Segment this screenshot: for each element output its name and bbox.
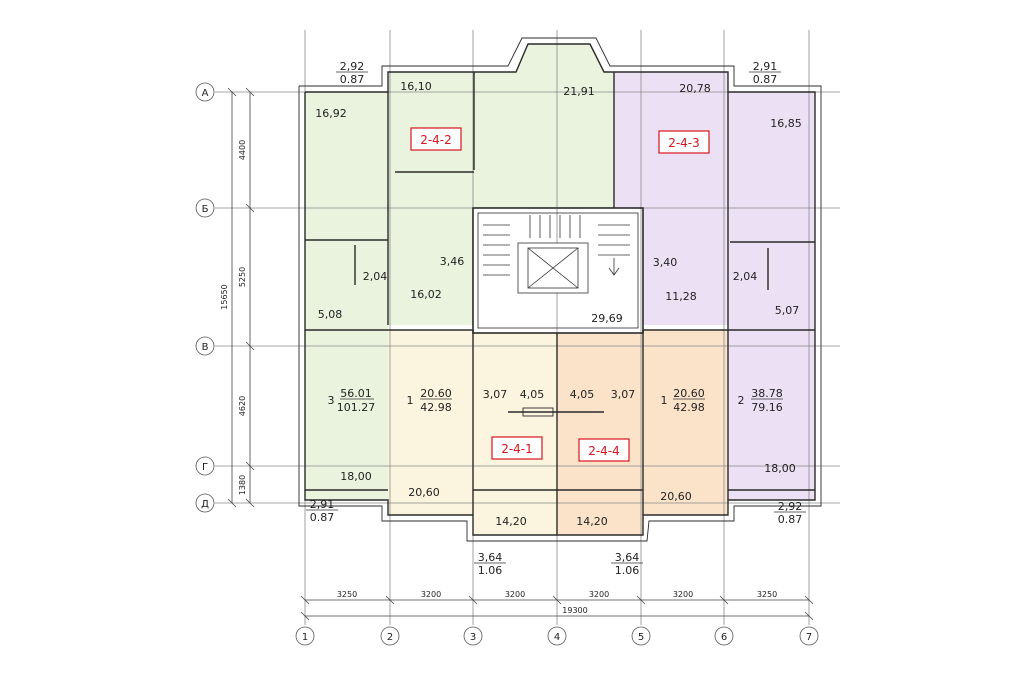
zone-2-4-3[interactable]: [614, 72, 815, 500]
room-area: 3,40: [653, 256, 678, 269]
apartment-total-area: 79.16: [751, 401, 783, 414]
dim-b-v: 5250: [238, 267, 247, 287]
dim-3-4: 3200: [505, 590, 525, 599]
balcony-area: 1.06: [615, 564, 640, 577]
svg-text:7: 7: [806, 632, 812, 643]
balcony-area: 0.87: [340, 73, 365, 86]
axis-marker-7: 7: [799, 626, 819, 646]
svg-text:Б: Б: [202, 204, 209, 215]
apartment-living-area: 20.60: [420, 387, 452, 400]
room-area: 20,78: [679, 82, 711, 95]
apartment-label-2-4-1: 2-4-1: [501, 442, 533, 456]
room-area: 4,05: [520, 388, 545, 401]
room-area: 29,69: [591, 312, 623, 325]
dim-2-3: 3200: [421, 590, 441, 599]
room-area: 3,46: [440, 255, 465, 268]
balcony-area: 2,91: [753, 60, 778, 73]
axis-marker-v: В: [195, 336, 215, 356]
room-area: 18,00: [764, 462, 796, 475]
room-areas: 2,92 0.87 2,91 0.87 2,91 0.87 2,92 0.87 …: [310, 60, 803, 577]
apartment-living-area: 20.60: [673, 387, 705, 400]
balcony-area: 2,91: [310, 498, 335, 511]
room-area: 3,07: [611, 388, 636, 401]
dim-5-6: 3200: [673, 590, 693, 599]
svg-text:В: В: [202, 342, 209, 353]
room-area: 5,07: [775, 304, 800, 317]
svg-text:Г: Г: [202, 462, 208, 473]
apartment-rooms-count: 1: [661, 394, 668, 407]
room-area: 18,00: [340, 470, 372, 483]
svg-text:1: 1: [302, 632, 308, 643]
dim-total-vertical: 15650: [220, 284, 229, 309]
axis-marker-2: 2: [380, 626, 400, 646]
balcony-area: 2,92: [340, 60, 365, 73]
room-area: 14,20: [576, 515, 608, 528]
svg-text:А: А: [202, 88, 209, 99]
apartment-rooms-count: 1: [407, 394, 414, 407]
apartment-total-area: 42.98: [673, 401, 705, 414]
zone-2-4-2[interactable]: [305, 44, 614, 500]
apartment-rooms-count: 2: [738, 394, 745, 407]
apartment-label-2-4-2: 2-4-2: [420, 133, 452, 147]
apartment-label-2-4-3: 2-4-3: [668, 136, 700, 150]
room-area: 5,08: [318, 308, 343, 321]
svg-text:2: 2: [387, 632, 393, 643]
svg-text:3: 3: [470, 632, 476, 643]
room-area: 16,92: [315, 107, 347, 120]
apartment-label-2-4-4: 2-4-4: [588, 444, 620, 458]
dim-4-5: 3200: [589, 590, 609, 599]
axis-marker-g: Г: [195, 456, 215, 476]
axis-marker-5: 5: [631, 626, 651, 646]
balcony-area: 2,92: [778, 500, 803, 513]
room-area: 11,28: [665, 290, 697, 303]
dim-1-2: 3250: [337, 590, 357, 599]
svg-text:4: 4: [554, 632, 560, 643]
room-area: 2,04: [363, 270, 388, 283]
axis-marker-d: Д: [195, 493, 215, 513]
apartment-total-area: 101.27: [337, 401, 376, 414]
axis-marker-a: А: [195, 82, 215, 102]
dim-g-d: 1380: [238, 475, 247, 495]
room-area: 16,10: [400, 80, 432, 93]
room-area: 21,91: [563, 85, 595, 98]
dim-total-horizontal: 19300: [562, 606, 587, 615]
svg-text:Д: Д: [201, 499, 209, 510]
svg-text:6: 6: [721, 632, 727, 643]
balcony-area: 1.06: [478, 564, 503, 577]
balcony-area: 0.87: [310, 511, 335, 524]
room-area: 20,60: [408, 486, 440, 499]
room-area: 4,05: [570, 388, 595, 401]
room-area: 2,04: [733, 270, 758, 283]
vertical-dimensions: 4400 5250 4620 1380 15650: [220, 87, 255, 508]
room-area: 3,07: [483, 388, 508, 401]
area-underlines: [306, 71, 806, 564]
balcony-area: 0.87: [753, 73, 778, 86]
apartment-labels: 2-4-2 2-4-3 2-4-1 2-4-4: [410, 127, 710, 462]
svg-text:5: 5: [638, 632, 644, 643]
room-area: 14,20: [495, 515, 527, 528]
apartment-rooms-count: 3: [328, 394, 335, 407]
apartment-living-area: 56.01: [340, 387, 372, 400]
axis-markers: А Б В Г Д 1 2 3: [195, 82, 819, 646]
balcony-area: 3,64: [478, 551, 503, 564]
axis-marker-3: 3: [463, 626, 483, 646]
horizontal-dimensions: 3250 3200 3200 3200 3200 3250 19300: [300, 590, 814, 621]
balcony-area: 0.87: [778, 513, 803, 526]
balcony-area: 3,64: [615, 551, 640, 564]
dim-v-g: 4620: [238, 396, 247, 416]
dim-6-7: 3250: [757, 590, 777, 599]
room-area: 20,60: [660, 490, 692, 503]
staircase: [483, 215, 630, 294]
apartment-living-area: 38.78: [751, 387, 783, 400]
axis-marker-1: 1: [295, 626, 315, 646]
axis-marker-4: 4: [547, 626, 567, 646]
apartment-total-area: 42.98: [420, 401, 452, 414]
room-area: 16,02: [410, 288, 442, 301]
dim-a-b: 4400: [238, 140, 247, 160]
axis-marker-b: Б: [195, 198, 215, 218]
room-area: 16,85: [770, 117, 802, 130]
walls: [298, 37, 822, 542]
axis-marker-6: 6: [714, 626, 734, 646]
